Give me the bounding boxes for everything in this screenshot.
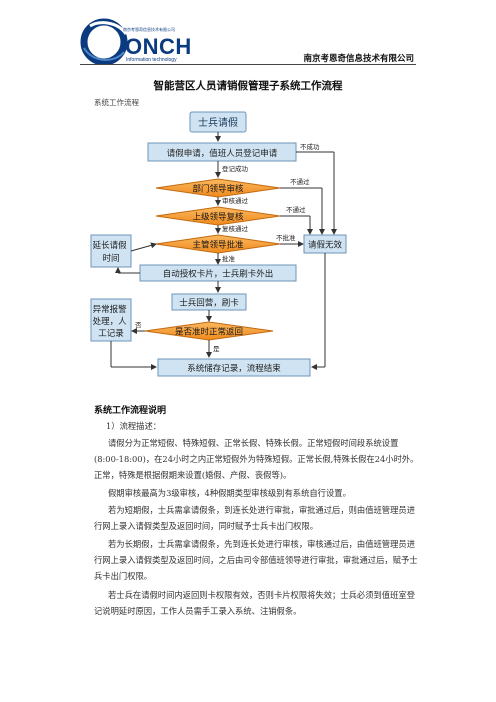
flow-not-pass-2-label: 不通过 [286, 205, 306, 214]
flow-review-pass-label: 审核通过 [222, 196, 249, 205]
logo-wordmark: ONCH [125, 34, 192, 59]
flow-invalid-label: 请假无效 [308, 240, 343, 251]
figure-caption: 系统工作流程 [94, 98, 139, 107]
flow-store-label: 系统储存记录，流程结束 [187, 363, 281, 374]
logo-tagline: 南京考恩奇信息技术有限公司 [123, 27, 175, 32]
paragraph-5: 若士兵在请假时间内返回则卡权限有效，否则卡片权限将失效；士兵必须到值班室登记说明… [94, 590, 415, 616]
header-rule [80, 64, 416, 65]
flow-fail-label: 不成功 [300, 142, 320, 151]
company-logo [80, 18, 128, 64]
section-heading: 系统工作流程说明 [94, 406, 167, 416]
flow-extend-box [90, 234, 132, 268]
paragraph-2: 假期审核最高为3级审核，4种假期类型审核级别有系统自行设置。 [108, 488, 351, 498]
flow-approve-label: 批准 [222, 254, 236, 263]
list-item-1: 1）流程描述： [106, 421, 162, 431]
flow-on-time-label: 是否准时正常返回 [175, 327, 243, 338]
flow-dept-review-label: 部门领导审核 [192, 184, 244, 195]
logo-subtitle: Information technology [126, 57, 177, 63]
paragraph-4: 若为长期假，士兵需拿请假条，先到连长处进行审核，审核通过后，由值班管理员进行网上… [94, 539, 418, 581]
flow-yes-label: 是 [213, 345, 220, 353]
flow-not-pass-1-label: 不通过 [290, 177, 310, 186]
company-name: 南京考恩奇信息技术有限公司 [303, 54, 414, 64]
flow-store-box [157, 358, 311, 377]
flow-higher-review-label: 上级领导复核 [192, 212, 244, 223]
flow-chief-approve-label: 主管领导批准 [192, 240, 244, 251]
flow-auto-card-label: 自动授权卡片，士兵刷卡外出 [163, 269, 274, 280]
flow-extend-label: 延长请假 时间 [93, 240, 130, 264]
flow-not-approve-label: 不批准 [276, 233, 296, 242]
workflow-diagram: 士兵请假 请假申请，值班人员登记申请 登记成功 不成功 部门领导审核 不通过 审… [90, 111, 347, 377]
flow-return-label: 士兵回营，刷卡 [179, 298, 239, 309]
flow-exception-box [90, 298, 132, 342]
flow-no-label: 否 [135, 321, 142, 329]
flow-recheck-pass-label: 复核通过 [222, 224, 249, 233]
paragraph-3: 若为短期假，士兵需拿请假条，到连长处进行审批，审批通过后，则由值班管理员进行网上… [94, 505, 415, 531]
flow-apply-label: 请假申请，值班人员登记申请 [167, 148, 278, 159]
paragraph-1: 请假分为正常短假、特殊短假、正常长假、特殊长假。正常短假时间段系统设置(8:00… [94, 438, 419, 480]
flow-start-label: 士兵请假 [198, 116, 238, 129]
document-title: 智能营区人员请销假管理子系统工作流程 [153, 80, 343, 92]
flow-exception-label: 异常报警 处理，人 工记录 [93, 304, 130, 339]
flow-login-ok-label: 登记成功 [222, 164, 249, 173]
